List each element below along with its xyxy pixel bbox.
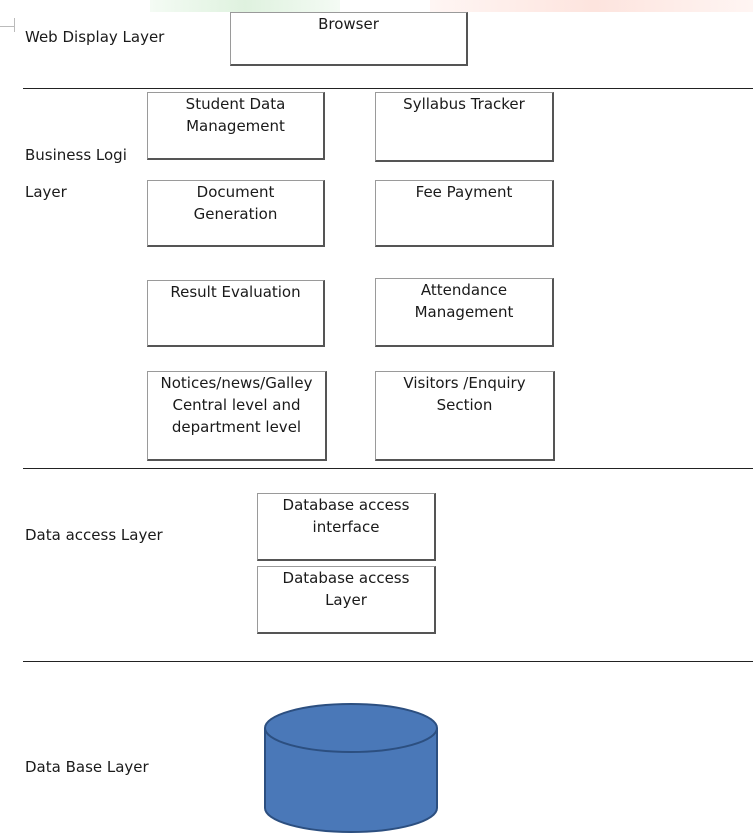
database-access-layer-label: Database access Layer bbox=[282, 569, 410, 609]
data-base-layer-label: Data Base Layer bbox=[25, 758, 149, 776]
attendance-management-box: Attendance Management bbox=[375, 278, 554, 347]
fee-payment-label: Fee Payment bbox=[415, 183, 513, 201]
separator-data-access-database bbox=[23, 661, 753, 662]
document-generation-box: Document Generation bbox=[147, 180, 325, 247]
notices-news-gallery-label: Notices/news/Galley Central level and de… bbox=[160, 374, 313, 436]
data-access-layer-label: Data access Layer bbox=[25, 526, 163, 544]
notices-news-gallery-box: Notices/news/Galley Central level and de… bbox=[147, 371, 327, 461]
result-evaluation-box: Result Evaluation bbox=[147, 280, 325, 347]
syllabus-tracker-label: Syllabus Tracker bbox=[403, 95, 525, 113]
web-display-layer-label: Web Display Layer bbox=[25, 28, 165, 46]
database-access-layer-box: Database access Layer bbox=[257, 566, 436, 634]
browser-box: Browser bbox=[230, 12, 468, 66]
business-logic-layer-label-line2: Layer bbox=[25, 183, 67, 201]
corner-mark-vertical bbox=[14, 18, 15, 32]
student-data-management-box: Student Data Management bbox=[147, 92, 325, 160]
database-cylinder-icon bbox=[264, 703, 438, 833]
browser-label: Browser bbox=[318, 15, 379, 33]
database-access-interface-box: Database access interface bbox=[257, 493, 436, 561]
syllabus-tracker-box: Syllabus Tracker bbox=[375, 92, 554, 162]
separator-business-data-access bbox=[23, 468, 753, 469]
business-logic-layer-label-line1: Business Logi bbox=[25, 146, 127, 164]
attendance-management-label: Attendance Management bbox=[414, 281, 514, 321]
visitors-enquiry-box: Visitors /Enquiry Section bbox=[375, 371, 555, 461]
header-watermark-left bbox=[150, 0, 340, 12]
header-watermark-right bbox=[430, 0, 753, 12]
fee-payment-box: Fee Payment bbox=[375, 180, 554, 247]
visitors-enquiry-label: Visitors /Enquiry Section bbox=[403, 374, 526, 414]
result-evaluation-label: Result Evaluation bbox=[170, 283, 301, 301]
database-access-interface-label: Database access interface bbox=[282, 496, 410, 536]
document-generation-label: Document Generation bbox=[193, 183, 278, 223]
separator-web-business bbox=[23, 88, 753, 89]
student-data-management-label: Student Data Management bbox=[185, 95, 286, 135]
corner-mark bbox=[0, 26, 14, 27]
